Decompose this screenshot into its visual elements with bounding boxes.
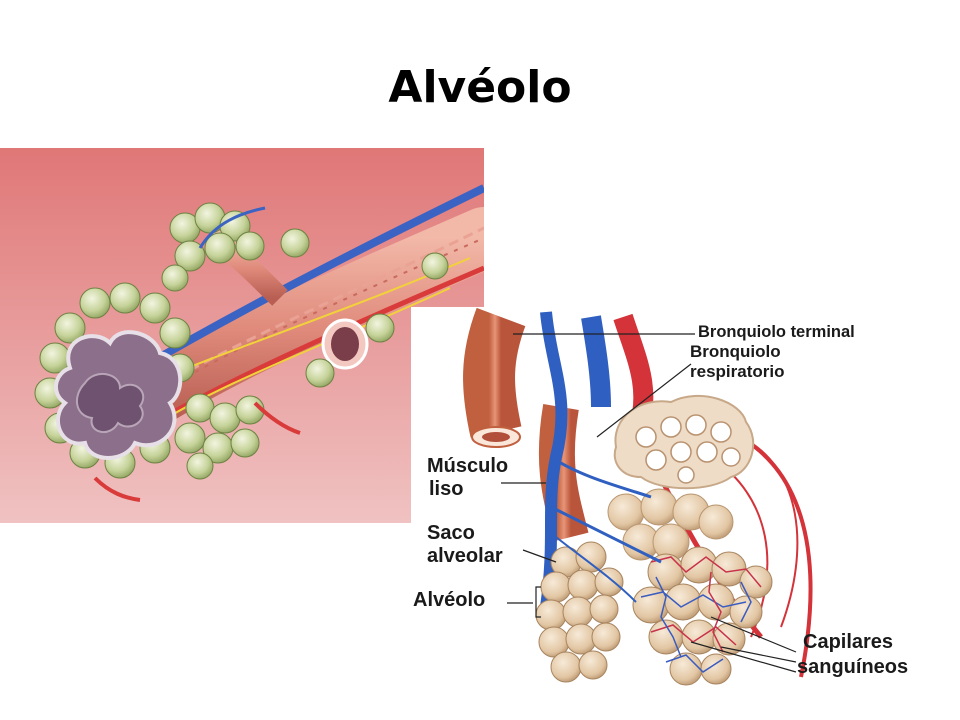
alveoli-labeled-diagram: Bronquiolo terminal Bronquiolo respirato… <box>411 307 960 720</box>
label-alveolus: Alvéolo <box>413 589 486 611</box>
slide-title: Alvéolo <box>388 62 572 113</box>
label-respiratory-bronchiole-line1: Bronquiolo <box>690 342 781 361</box>
label-smooth-muscle-line1: Músculo <box>427 455 509 477</box>
label-capillaries-line1: Capilares <box>803 631 894 653</box>
label-terminal-bronchiole: Bronquiolo terminal <box>698 323 855 341</box>
alveoli-labeled-illustration <box>463 307 813 686</box>
label-smooth-muscle-line2: liso <box>429 478 464 500</box>
label-capillaries-line2: sanguíneos <box>797 656 909 678</box>
label-alveolar-sac-line2: alveolar <box>427 545 503 567</box>
label-alveolar-sac-line1: Saco <box>427 522 475 544</box>
bronchiole-alveoli-illustration <box>0 148 484 523</box>
label-respiratory-bronchiole-line2: respiratorio <box>690 362 785 381</box>
